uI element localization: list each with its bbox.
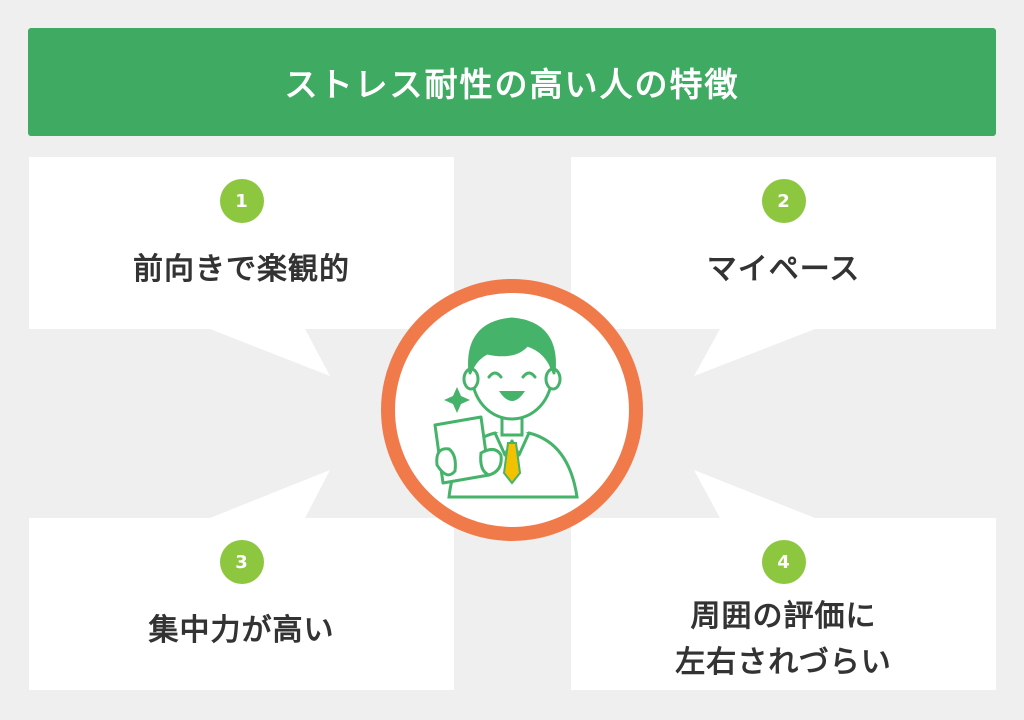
feature-text: 集中力が高い — [148, 613, 335, 648]
title-text: ストレス耐性の高い人の特徴 — [284, 65, 740, 104]
feature-card-3: 3 集中力が高い — [29, 518, 454, 690]
sparkle-icon — [444, 387, 470, 413]
hair — [468, 317, 556, 375]
feature-text: 前向きで楽観的 — [133, 252, 350, 287]
number-badge: 4 — [761, 540, 806, 584]
feature-text: 周囲の評価に 左右されづらい — [675, 599, 892, 680]
character-illustration — [381, 279, 643, 541]
tie — [502, 442, 522, 485]
number-badge: 2 — [761, 179, 806, 223]
number-badge: 3 — [219, 540, 264, 584]
title-banner: ストレス耐性の高い人の特徴 — [28, 28, 996, 136]
feature-text: マイペース — [706, 252, 861, 287]
feature-card-2: 2 マイペース — [571, 157, 996, 329]
feature-card-4: 4 周囲の評価に 左右されづらい — [571, 518, 996, 690]
speech-bubble-1 — [29, 157, 454, 376]
number-badge: 1 — [219, 179, 264, 223]
feature-card-1: 1 前向きで楽観的 — [29, 157, 454, 329]
smile — [499, 391, 525, 401]
speech-bubble-2 — [571, 157, 996, 376]
